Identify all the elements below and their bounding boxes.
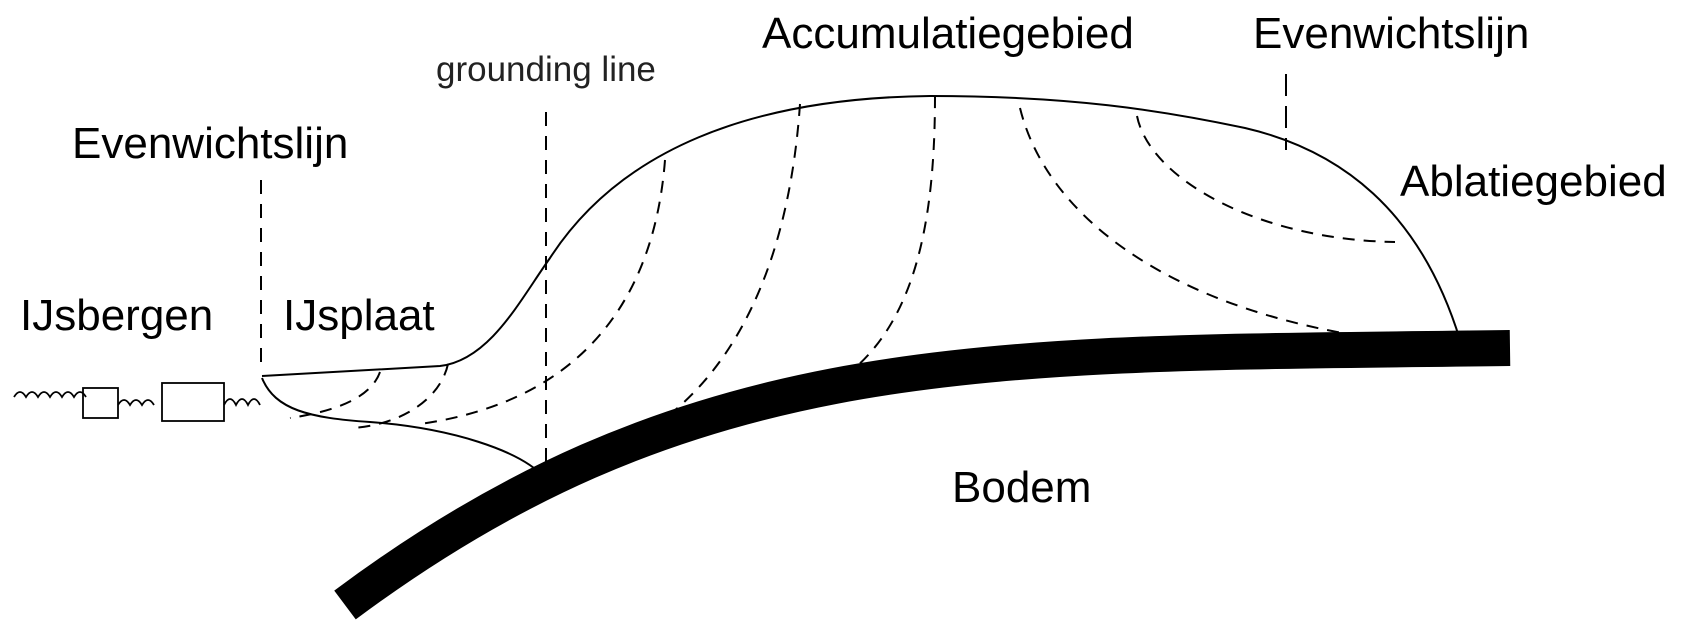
equilibrium-line-left-label: Evenwichtslijn	[72, 119, 349, 168]
grounding-line-label: grounding line	[436, 50, 656, 89]
flow-line	[419, 159, 666, 425]
flow-line	[1019, 107, 1451, 347]
flow-line	[599, 103, 801, 456]
flow-lines	[289, 95, 1451, 456]
flow-line	[1136, 115, 1396, 243]
icebergs-label: IJsbergen	[20, 291, 214, 340]
flow-line	[351, 363, 449, 429]
ice-shelf-label: IJsplaat	[283, 291, 435, 340]
flow-line	[814, 95, 936, 396]
flow-line	[289, 371, 381, 419]
icebergs-drawing	[13, 382, 261, 422]
ablation-zone-label: Ablatiegebied	[1400, 157, 1667, 206]
ice-shelf-base	[261, 377, 546, 479]
bed-label: Bodem	[952, 463, 1092, 512]
equilibrium-line-right-label: Evenwichtslijn	[1253, 9, 1530, 58]
accumulation-zone-label: Accumulatiegebied	[762, 9, 1134, 58]
ice-surface	[261, 94, 1461, 377]
bedrock	[334, 330, 1511, 620]
